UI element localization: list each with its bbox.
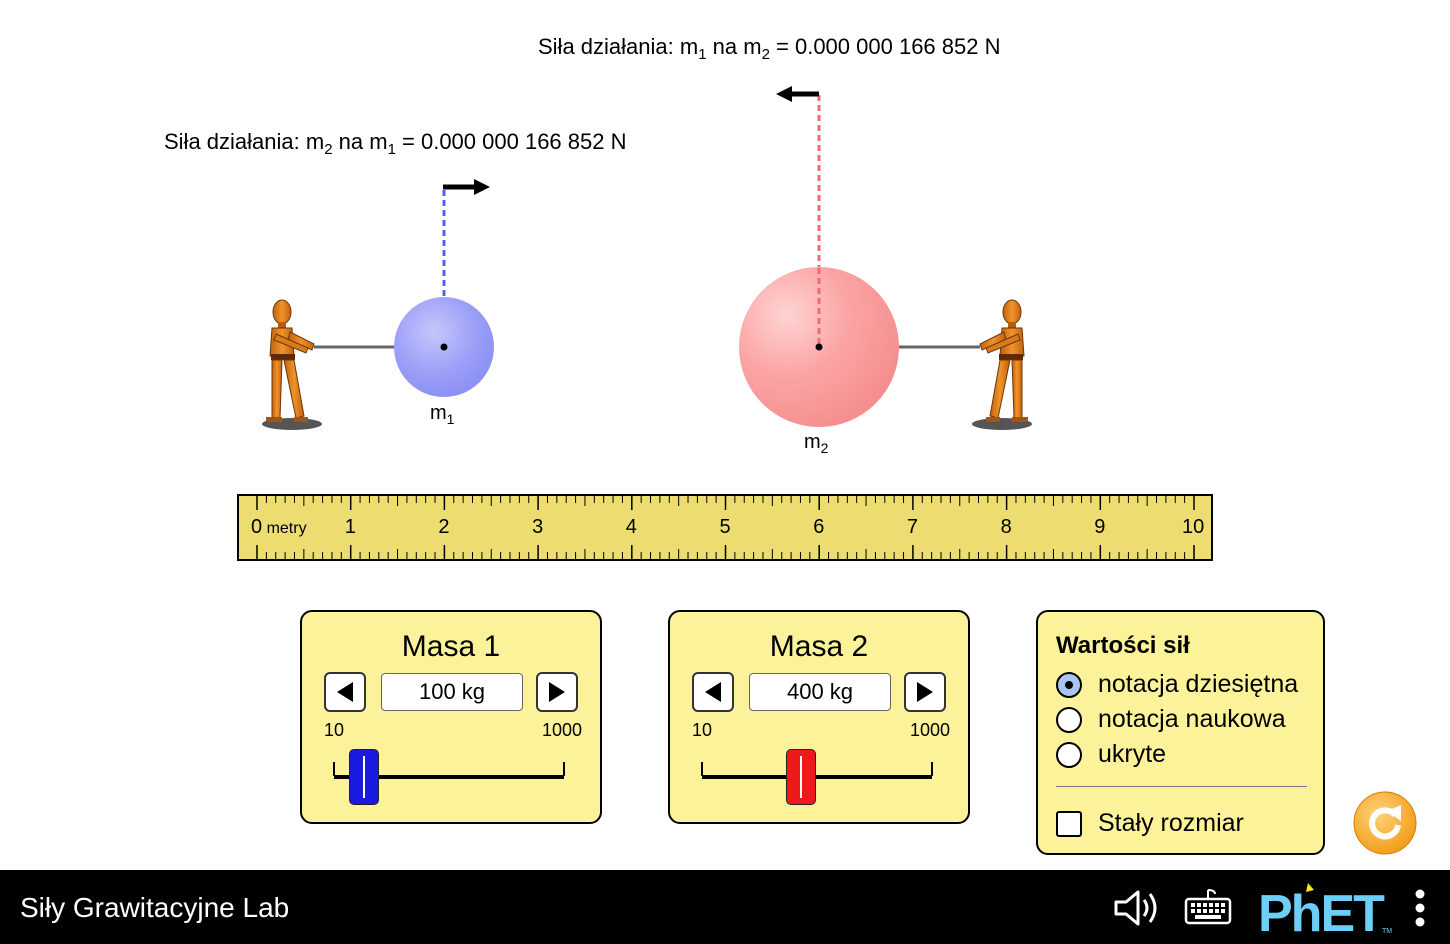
mass-2-slider-track[interactable] bbox=[702, 775, 932, 779]
svg-text:PhET: PhET bbox=[1258, 885, 1385, 938]
mass-2-panel-title: Masa 2 bbox=[769, 630, 869, 663]
sim-title: Siły Grawitacyjne Lab bbox=[20, 892, 290, 923]
radio-button[interactable] bbox=[1056, 741, 1082, 768]
force-values-panel: Wartości sił notacja dziesiętna notacja … bbox=[1036, 610, 1325, 855]
mass-1-label: m1 bbox=[430, 402, 455, 427]
constant-size-checkbox-row[interactable]: Stały rozmiar bbox=[1056, 809, 1244, 838]
scene-graphics bbox=[237, 86, 1213, 561]
play-area: Siła działania: m1 na m2 = 0.000 000 166… bbox=[164, 34, 1417, 855]
mass-1-min-label: 10 bbox=[324, 720, 345, 740]
right-triangle-icon bbox=[917, 682, 933, 702]
ruler-tick-label: 10 bbox=[1182, 516, 1205, 538]
force-arrow-on-m1 bbox=[442, 179, 490, 297]
radio-decimal-notation[interactable]: notacja dziesiętna bbox=[1056, 670, 1298, 699]
force-values-title: Wartości sił bbox=[1056, 632, 1190, 659]
constant-size-checkbox[interactable] bbox=[1056, 810, 1082, 837]
mass-2-increment-button[interactable] bbox=[904, 672, 946, 712]
ruler-tick-label: 2 bbox=[438, 516, 450, 538]
ruler-tick-label: 5 bbox=[719, 516, 731, 538]
ruler-tick-label: 3 bbox=[532, 516, 544, 538]
mass-2-control-panel: Masa 2 400 kg 10 1000 bbox=[668, 610, 970, 824]
radio-button[interactable] bbox=[1056, 706, 1082, 733]
navigation-bar: Siły Grawitacyjne Lab PhET TM bbox=[0, 870, 1450, 944]
mass-2-label: m2 bbox=[804, 431, 829, 456]
mass-2-slider-thumb[interactable] bbox=[786, 749, 816, 805]
radio-button-selected[interactable] bbox=[1056, 671, 1082, 698]
right-triangle-icon bbox=[549, 682, 565, 702]
mass-1-panel-title: Masa 1 bbox=[401, 630, 501, 663]
mass-2-value-display: 400 kg bbox=[749, 673, 891, 711]
mass-2-min-label: 10 bbox=[692, 720, 713, 740]
reset-all-button[interactable] bbox=[1353, 791, 1417, 855]
force-arrow-on-m2 bbox=[776, 86, 821, 268]
phet-logo[interactable]: PhET TM bbox=[1256, 878, 1400, 943]
ruler-tick-label: 6 bbox=[813, 516, 825, 538]
panel-divider bbox=[1056, 786, 1307, 787]
mass-2-max-label: 1000 bbox=[910, 720, 951, 740]
radio-hidden[interactable]: ukryte bbox=[1056, 740, 1166, 769]
ruler-tick-label: 0 metry bbox=[251, 516, 307, 538]
ruler-tick-label: 9 bbox=[1094, 516, 1106, 538]
ruler-tick-label: 7 bbox=[906, 516, 919, 538]
mass-1-decrement-button[interactable] bbox=[324, 672, 366, 712]
mass-1-max-label: 1000 bbox=[542, 720, 583, 740]
mass-1-slider-track[interactable] bbox=[334, 775, 564, 779]
ruler-tick-label: 1 bbox=[344, 516, 356, 538]
mass-1-slider-thumb[interactable] bbox=[349, 749, 379, 805]
keyboard-icon[interactable] bbox=[1183, 888, 1233, 928]
ruler-tick-label: 4 bbox=[625, 516, 637, 538]
left-triangle-icon bbox=[337, 682, 353, 702]
mass-1-value-display: 100 kg bbox=[381, 673, 523, 711]
mass-1-increment-button[interactable] bbox=[536, 672, 578, 712]
ruler[interactable] bbox=[237, 494, 1213, 561]
force-label-m1-on-m2: Siła działania: m1 na m2 = 0.000 000 166… bbox=[538, 34, 1001, 63]
svg-text:TM: TM bbox=[1382, 928, 1392, 935]
puller-left[interactable] bbox=[262, 299, 322, 430]
reset-arrow-icon bbox=[1353, 791, 1417, 855]
ruler-tick-label: 8 bbox=[1000, 516, 1012, 538]
ruler-unit-label: metry bbox=[262, 520, 307, 537]
left-triangle-icon bbox=[705, 682, 721, 702]
radio-scientific-notation[interactable]: notacja naukowa bbox=[1056, 705, 1286, 734]
speaker-icon[interactable] bbox=[1112, 886, 1162, 930]
mass-1-control-panel: Masa 1 100 kg 10 1000 bbox=[300, 610, 602, 824]
mass-2-decrement-button[interactable] bbox=[692, 672, 734, 712]
puller-right[interactable] bbox=[972, 299, 1032, 430]
kebab-menu-icon[interactable] bbox=[1410, 886, 1430, 930]
force-label-m2-on-m1: Siła działania: m2 na m1 = 0.000 000 166… bbox=[164, 129, 627, 158]
